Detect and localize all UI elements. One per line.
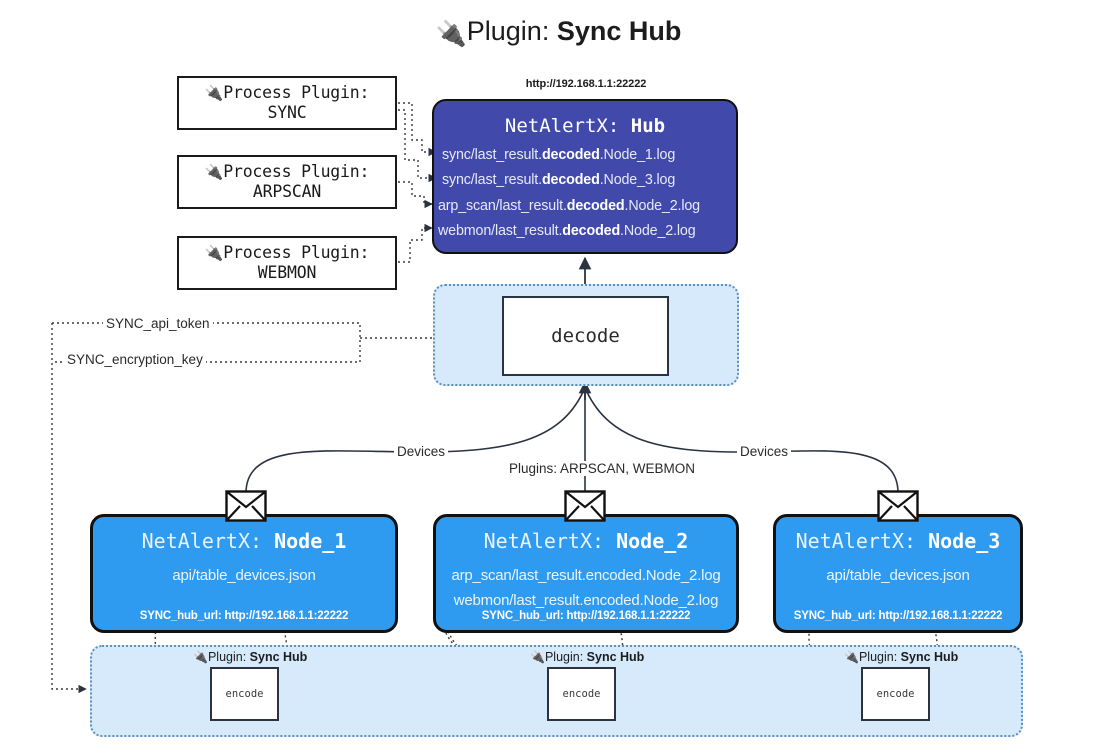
plug-icon: 🔌 xyxy=(204,244,224,263)
node-3-line: api/table_devices.json xyxy=(826,567,970,584)
encode-box[interactable]: encode xyxy=(861,667,930,721)
process-plugin-webmon[interactable]: 🔌Process Plugin: WEBMON xyxy=(177,236,397,290)
node-1-title-name: Node_1 xyxy=(274,529,347,553)
wire-node1-to-decode xyxy=(245,391,584,494)
encode-label-prefix: Plugin: xyxy=(207,650,250,664)
hub-log-item: arp_scan/last_result.decoded.Node_2.log xyxy=(438,194,736,219)
label-devices-left: Devices xyxy=(394,444,449,459)
node-3-hub-url: SYNC_hub_url: http://192.168.1.1:22222 xyxy=(793,610,1003,622)
hub-log-pre: sync/last_result. xyxy=(442,147,542,163)
hub-url-label: http://192.168.1.1:22222 xyxy=(525,78,647,90)
wire-arpscan-to-hub-log3 xyxy=(398,181,433,209)
wire-sync-to-hub-log1 xyxy=(398,102,437,157)
node-2-lines: arp_scan/last_result.encoded.Node_2.log … xyxy=(436,563,736,613)
node-2-title: NetAlertX: Node_2 xyxy=(436,529,736,553)
hub-log-post: .Node_2.log xyxy=(620,223,696,240)
encode-label-prefix: Plugin: xyxy=(858,650,901,664)
hub-log-item: sync/last_result.decoded.Node_3.log xyxy=(442,168,736,193)
hub-title-prefix: NetAlertX: xyxy=(504,115,631,137)
node-2-hub-url: SYNC_hub_url: http://192.168.1.1:22222 xyxy=(481,610,691,622)
node-1-title-prefix: NetAlertX: xyxy=(141,529,275,553)
page-title: 🔌Plugin: Sync Hub xyxy=(0,16,1117,49)
node-1-lines: api/table_devices.json xyxy=(93,563,395,588)
encode-label-name: Sync Hub xyxy=(586,650,645,664)
hub-log-bold: decoded xyxy=(566,197,625,214)
node-3-title-prefix: NetAlertX: xyxy=(795,529,929,553)
plug-icon: 🔌 xyxy=(435,20,467,48)
encode-plugin-label: 🔌Plugin: Sync Hub xyxy=(530,650,644,664)
decode-box[interactable]: decode xyxy=(502,296,669,376)
encode-box[interactable]: encode xyxy=(210,667,279,721)
process-plugin-webmon-line1: Process Plugin: xyxy=(223,243,370,263)
hub-log-post: .Node_1.log xyxy=(599,147,676,163)
node-box-node-2[interactable]: NetAlertX: Node_2 arp_scan/last_result.e… xyxy=(433,514,739,633)
process-plugin-webmon-line2: WEBMON xyxy=(257,263,317,283)
node-3-title-name: Node_3 xyxy=(928,529,1001,553)
hub-log-post: .Node_3.log xyxy=(599,172,676,189)
node-2-title-name: Node_2 xyxy=(616,529,689,553)
label-sync-api-token: SYNC_api_token xyxy=(103,316,213,331)
node-box-node-3[interactable]: NetAlertX: Node_3 api/table_devices.json… xyxy=(773,514,1023,633)
node-3-title: NetAlertX: Node_3 xyxy=(776,529,1020,553)
plug-icon: 🔌 xyxy=(204,84,224,103)
process-plugin-arpscan[interactable]: 🔌Process Plugin: ARPSCAN xyxy=(177,155,397,209)
node-box-node-1[interactable]: NetAlertX: Node_1 api/table_devices.json… xyxy=(90,514,398,633)
process-plugin-sync[interactable]: 🔌Process Plugin: SYNC xyxy=(177,76,397,130)
node-1-line: api/table_devices.json xyxy=(172,567,316,584)
node-2-line: arp_scan/last_result.encoded.Node_2.log xyxy=(451,567,721,584)
wire-token-to-encode-band xyxy=(51,323,87,694)
encode-label-name: Sync Hub xyxy=(249,650,308,664)
hub-log-item: webmon/last_result.decoded.Node_2.log xyxy=(438,219,736,244)
plug-icon: 🔌 xyxy=(844,650,859,664)
encode-label-prefix: Plugin: xyxy=(544,650,587,664)
encode-label-name: Sync Hub xyxy=(900,650,959,664)
hub-log-pre: arp_scan/last_result. xyxy=(438,197,567,214)
wire-sync-to-hub-log2 xyxy=(398,109,437,183)
plug-icon: 🔌 xyxy=(193,650,208,664)
hub-log-pre: sync/last_result. xyxy=(442,172,542,189)
hub-log-post: .Node_2.log xyxy=(624,197,701,214)
hub-log-bold: decoded xyxy=(541,172,600,189)
hub-log-list: sync/last_result.decoded.Node_1.log sync… xyxy=(434,143,736,245)
hub-title: NetAlertX: Hub xyxy=(434,115,736,137)
node-3-lines: api/table_devices.json xyxy=(776,563,1020,588)
encode-plugin-label: 🔌Plugin: Sync Hub xyxy=(193,650,307,664)
wire-webmon-to-hub-log4 xyxy=(398,223,433,263)
encode-box[interactable]: encode xyxy=(547,667,616,721)
node-1-hub-url: SYNC_hub_url: http://192.168.1.1:22222 xyxy=(139,610,349,622)
process-plugin-sync-line2: SYNC xyxy=(267,103,307,123)
process-plugin-arpscan-line2: ARPSCAN xyxy=(252,182,322,202)
hub-log-bold: decoded xyxy=(562,223,621,240)
node-2-title-prefix: NetAlertX: xyxy=(483,529,617,553)
page-title-name: Sync Hub xyxy=(556,16,682,46)
plug-icon: 🔌 xyxy=(530,650,545,664)
hub-title-name: Hub xyxy=(630,115,666,137)
hub-log-pre: webmon/last_result. xyxy=(438,223,563,240)
wire-node3-to-decode xyxy=(586,391,899,494)
page-title-prefix: Plugin: xyxy=(466,16,557,46)
envelope-icon xyxy=(225,490,267,522)
envelope-icon xyxy=(564,490,606,522)
node-1-title: NetAlertX: Node_1 xyxy=(93,529,395,553)
label-plugins-center: Plugins: ARPSCAN, WEBMON xyxy=(506,461,699,476)
process-plugin-sync-line1: Process Plugin: xyxy=(223,83,370,103)
node-2-line: webmon/last_result.encoded.Node_2.log xyxy=(453,592,719,610)
hub-node-box[interactable]: NetAlertX: Hub sync/last_result.decoded.… xyxy=(432,99,738,254)
label-devices-right: Devices xyxy=(737,444,792,459)
envelope-icon xyxy=(877,490,919,522)
encode-plugin-label: 🔌Plugin: Sync Hub xyxy=(844,650,958,664)
process-plugin-arpscan-line1: Process Plugin: xyxy=(223,162,370,182)
hub-log-item: sync/last_result.decoded.Node_1.log xyxy=(442,143,736,168)
hub-log-bold: decoded xyxy=(541,147,600,163)
plug-icon: 🔌 xyxy=(204,163,224,182)
label-sync-encryption-key: SYNC_encryption_key xyxy=(64,352,206,367)
